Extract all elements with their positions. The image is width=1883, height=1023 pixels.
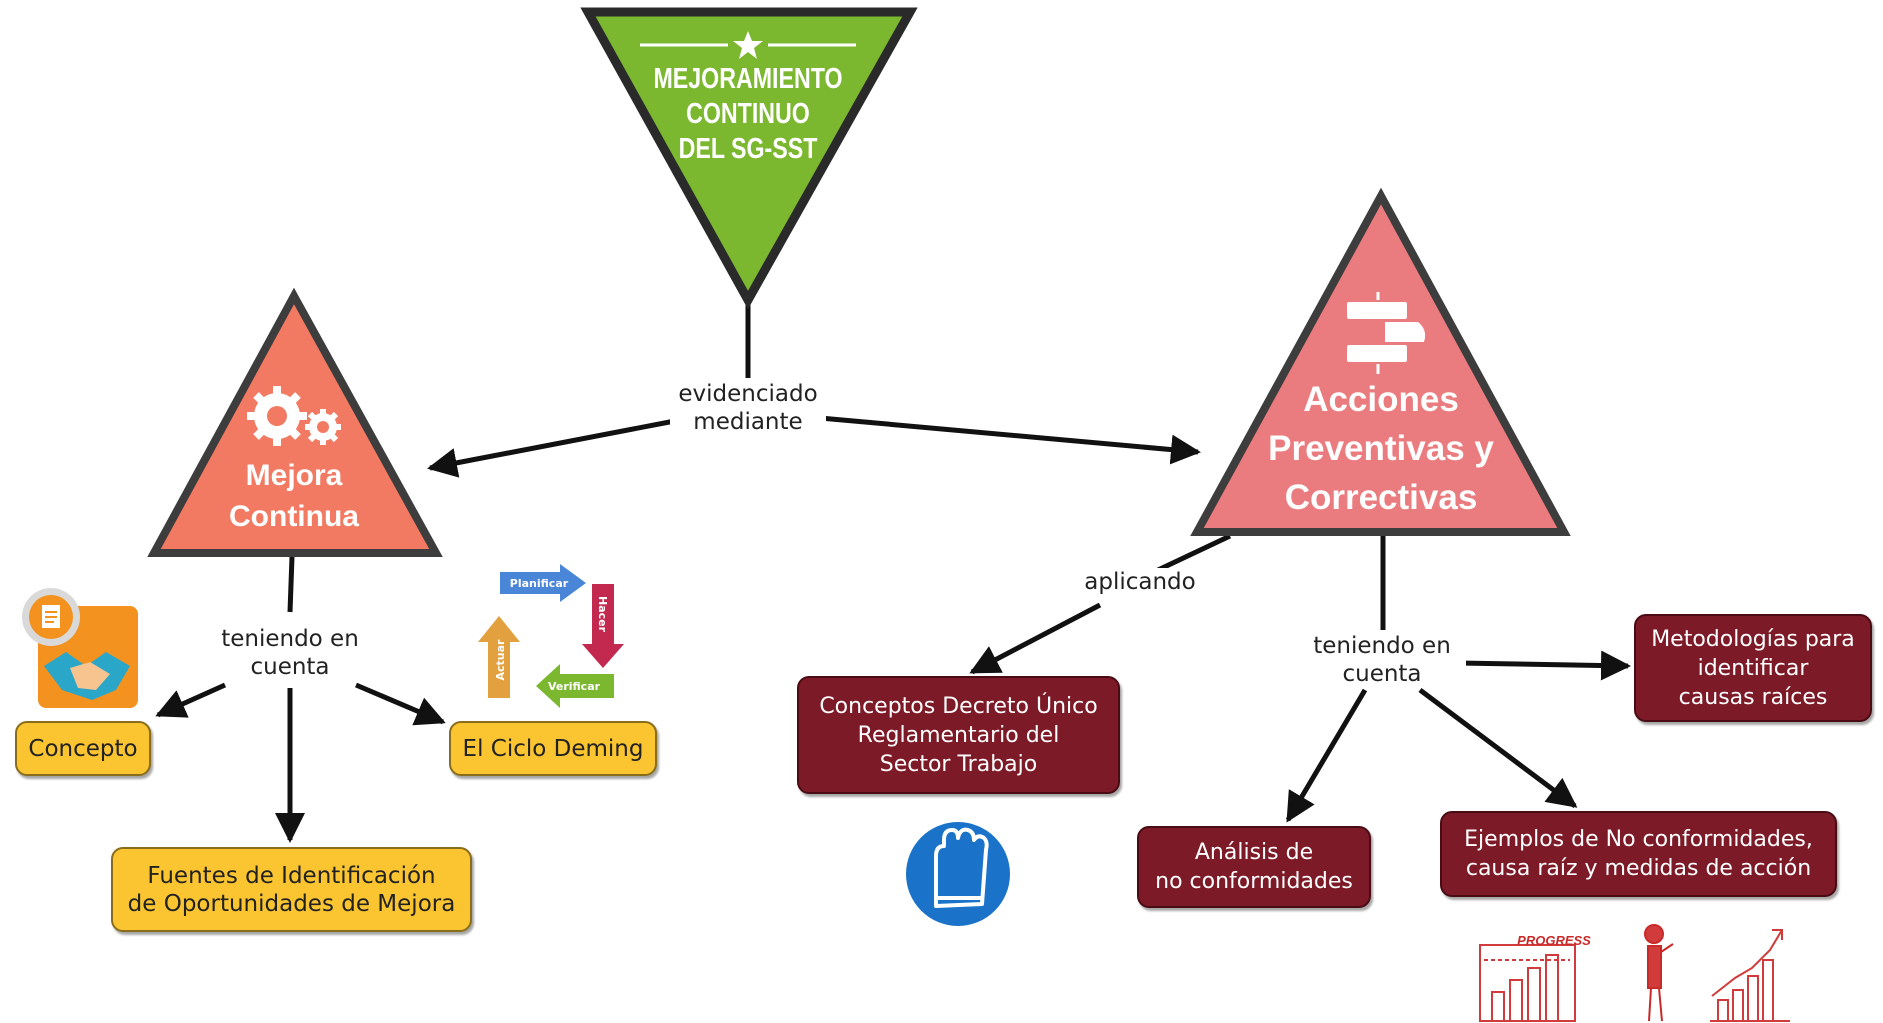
- analisis-box[interactable]: Análisis de no conformidades: [1137, 826, 1371, 908]
- ejemplos-box[interactable]: Ejemplos de No conformidades, causa raíz…: [1440, 811, 1837, 897]
- growth-chart-icon: [1710, 929, 1790, 1022]
- deming-do-arrow: [582, 584, 624, 668]
- document-icon: [22, 588, 80, 646]
- ciclo-deming-box[interactable]: El Ciclo Deming: [449, 721, 657, 776]
- progress-label: PROGRESS: [1517, 933, 1591, 948]
- arrow-to-concepto: [155, 682, 227, 718]
- arrow-to-ejemplos: [1418, 687, 1578, 809]
- deming-plan-label: Planificar: [510, 577, 569, 590]
- link-acciones-aplicando: [1156, 533, 1232, 573]
- link-mejora-down: [287, 556, 295, 613]
- left-triangle: [147, 287, 443, 557]
- arrow-to-decreto: [969, 602, 1102, 675]
- progress-chart-icon: [1479, 944, 1576, 1022]
- top-triangle: [580, 7, 918, 310]
- right-triangle-title: Acciones Preventivas y Correctivas: [1268, 380, 1494, 517]
- left-triangle-title: Mejora Continua: [229, 459, 359, 533]
- hands-icon: [1347, 292, 1426, 374]
- link-label-teniendo-left: teniendo en cuenta: [206, 625, 374, 681]
- fuentes-box[interactable]: Fuentes de Identificación de Oportunidad…: [111, 847, 472, 932]
- deming-plan-arrow: [500, 564, 586, 602]
- arrow-to-analisis: [1285, 688, 1368, 823]
- arrow-to-metodologias: [1457, 650, 1631, 681]
- link-label-evidenciado: evidenciado mediante: [670, 380, 826, 436]
- deming-check-label: Verificar: [548, 680, 601, 693]
- gears-icon: [247, 386, 341, 446]
- arrow-to-mejora: [427, 417, 681, 478]
- deming-check-arrow: [536, 664, 614, 708]
- deming-cycle: Planificar Hacer Verificar Actuar: [478, 564, 624, 708]
- person-icon: [1644, 924, 1674, 1022]
- link-label-aplicando: aplicando: [1070, 568, 1210, 596]
- metodologias-box[interactable]: Metodologías para identificar causas raí…: [1634, 614, 1872, 722]
- right-triangle: [1190, 187, 1571, 536]
- star-icon: [733, 31, 763, 59]
- arrow-to-deming: [355, 682, 446, 726]
- deming-act-label: Actuar: [494, 639, 507, 681]
- decreto-box[interactable]: Conceptos Decreto Único Reglamentario de…: [797, 676, 1120, 794]
- deming-act-arrow: [478, 616, 520, 698]
- glove-icon: [906, 822, 1010, 926]
- concepto-box[interactable]: Concepto: [15, 721, 151, 776]
- arrow-to-acciones: [819, 415, 1201, 465]
- link-label-teniendo-right: teniendo en cuenta: [1298, 632, 1466, 688]
- connectors: [155, 300, 1631, 843]
- top-triangle-title: MEJORAMIENTO CONTINUO DEL SG-SST: [653, 63, 843, 165]
- deming-do-label: Hacer: [596, 596, 609, 633]
